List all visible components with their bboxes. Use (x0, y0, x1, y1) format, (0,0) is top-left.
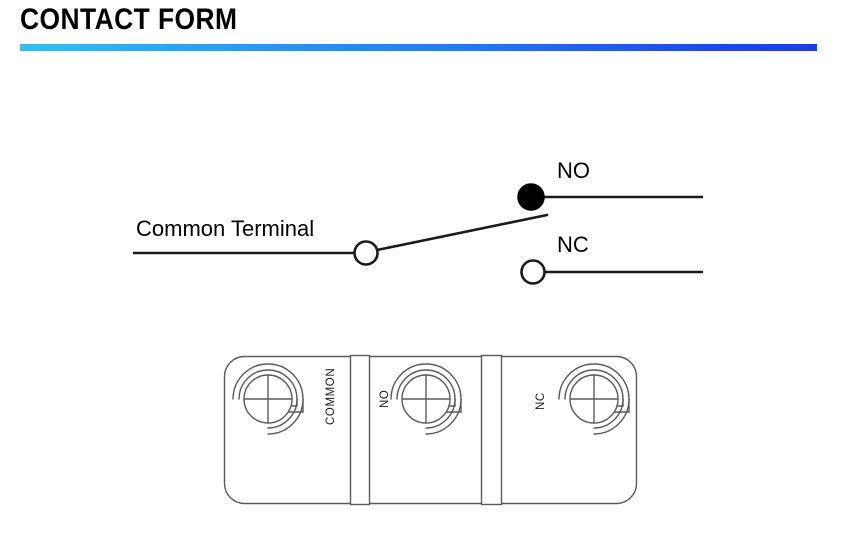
screw-inner-spiral-nc (564, 369, 624, 429)
screw-outer-spiral-common (232, 363, 304, 435)
screw-terminal-nc[interactable] (558, 363, 630, 435)
screw-terminal-no[interactable] (390, 363, 462, 435)
terminal-block-illustration: COMMON NO NC (223, 354, 638, 506)
nc-label: NC (557, 232, 589, 257)
terminal-block-body (223, 355, 638, 505)
common-terminal-label: Common Terminal (136, 216, 314, 241)
no-label: NO (557, 158, 590, 183)
diagram-canvas: Common Terminal NO NC COMMON (0, 60, 845, 541)
common-terminal-node (353, 240, 379, 266)
terminal-label-common: COMMON (325, 368, 337, 425)
terminal-divider-1 (349, 354, 371, 506)
terminal-label-no: NO (379, 390, 391, 408)
nc-contact-node (520, 259, 546, 285)
terminal-label-nc: NC (535, 392, 547, 410)
screw-inner-spiral-no (396, 369, 456, 429)
slide-header: CONTACT FORM (0, 0, 845, 60)
screw-outer-spiral-no (390, 363, 462, 435)
screw-outer-spiral-nc (558, 363, 630, 435)
page-title: CONTACT FORM (20, 3, 238, 36)
switch-lever (375, 213, 549, 252)
title-underline-rule (20, 44, 817, 51)
contact-schematic: Common Terminal NO NC (133, 158, 703, 285)
screw-terminal-common[interactable] (232, 363, 304, 435)
terminal-divider-2 (480, 354, 503, 506)
screw-inner-spiral-common (238, 369, 298, 429)
no-contact-node (517, 183, 545, 211)
